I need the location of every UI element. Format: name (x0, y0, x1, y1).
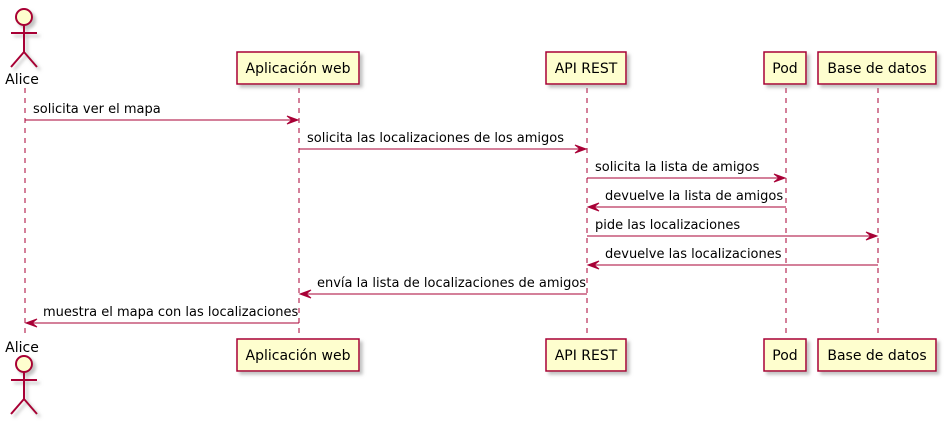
message-label: muestra el mapa con las localizaciones (43, 305, 299, 320)
message-arrow: solicita la lista de amigos (587, 160, 787, 183)
lifelines (24, 88, 879, 337)
participant-web-bottom: Aplicación web (236, 338, 360, 372)
participant-web-top: Aplicación web (236, 51, 360, 85)
arrowhead-icon (24, 318, 38, 328)
participant-db-top: Base de datos (817, 51, 937, 85)
actor-alice-top: Alice (5, 8, 39, 88)
message-label: pide las localizaciones (595, 218, 740, 233)
participant-api-top: API REST (545, 51, 627, 85)
participant-label: Aplicación web (246, 61, 351, 77)
message-arrow: solicita ver el mapa (25, 102, 300, 125)
arrowhead-icon (773, 173, 787, 183)
message-arrow: devuelve la lista de amigos (586, 189, 786, 212)
stick-figure-icon (10, 355, 38, 415)
message-label: devuelve las localizaciones (605, 247, 782, 262)
participant-label: API REST (555, 61, 618, 77)
message-label: solicita las localizaciones de los amigo… (307, 131, 564, 146)
message-arrow: devuelve las localizaciones (586, 247, 878, 270)
participant-label: Aplicación web (246, 348, 351, 364)
arrowhead-icon (586, 260, 600, 270)
messages: solicita ver el mapa solicita las localiz… (24, 102, 879, 328)
message-arrow: envía la lista de localizaciones de amig… (298, 276, 587, 299)
participant-label: Base de datos (827, 61, 926, 77)
actor-label-bottom: Alice (5, 340, 39, 356)
participant-label: Pod (772, 61, 797, 77)
arrowhead-icon (586, 202, 600, 212)
message-arrow: solicita las localizaciones de los amigo… (299, 131, 588, 154)
arrowhead-icon (286, 115, 300, 125)
message-label: solicita la lista de amigos (595, 160, 760, 175)
participant-db-bottom: Base de datos (817, 338, 937, 372)
participant-label: Base de datos (827, 348, 926, 364)
arrowhead-icon (574, 144, 588, 154)
participant-pod-top: Pod (763, 51, 807, 85)
stick-figure-icon (10, 8, 38, 68)
arrowhead-icon (298, 289, 312, 299)
participant-pod-bottom: Pod (763, 338, 807, 372)
message-label: devuelve la lista de amigos (605, 189, 783, 204)
message-arrow: muestra el mapa con las localizaciones (24, 305, 299, 328)
message-label: envía la lista de localizaciones de amig… (317, 276, 586, 291)
message-label: solicita ver el mapa (33, 102, 161, 117)
participant-label: API REST (555, 348, 618, 364)
participant-api-bottom: API REST (545, 338, 627, 372)
actor-label-top: Alice (5, 72, 39, 88)
arrowhead-icon (865, 231, 879, 241)
actor-alice-bottom: Alice (5, 340, 39, 415)
message-arrow: pide las localizaciones (587, 218, 879, 241)
participant-label: Pod (772, 348, 797, 364)
